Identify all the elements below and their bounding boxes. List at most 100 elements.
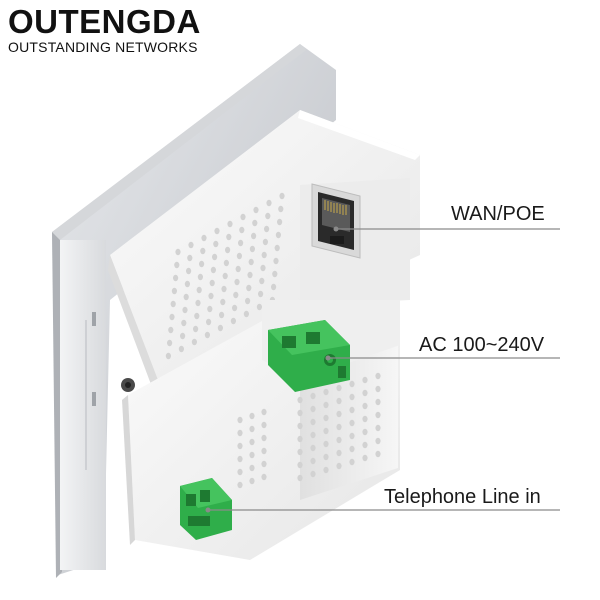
vent-hole xyxy=(168,326,174,334)
vent-hole xyxy=(225,246,231,254)
vent-hole xyxy=(297,435,303,443)
vent-hole xyxy=(336,462,342,470)
vent-hole xyxy=(310,457,316,465)
vent-hole xyxy=(273,257,279,265)
vent-hole xyxy=(186,267,192,275)
vent-hole xyxy=(219,311,225,319)
vent-hole xyxy=(227,220,233,228)
vent-hole xyxy=(234,278,240,286)
vent-hole xyxy=(261,447,267,455)
vent-hole xyxy=(336,384,342,392)
vent-hole xyxy=(323,414,329,422)
vent-hole xyxy=(362,415,368,423)
vent-hole xyxy=(237,416,243,424)
vent-hole xyxy=(210,266,216,274)
vent-hole xyxy=(362,389,368,397)
vent-hole xyxy=(310,444,316,452)
vent-hole xyxy=(261,408,267,416)
vent-hole xyxy=(323,401,329,409)
vent-hole xyxy=(323,388,329,396)
vent-hole xyxy=(221,285,227,293)
vent-hole xyxy=(212,253,218,261)
silver-wall-plate xyxy=(52,44,336,578)
vent-hole xyxy=(261,460,267,468)
rj45-port xyxy=(311,183,361,259)
callout-lines xyxy=(205,226,560,513)
vent-hole xyxy=(249,477,255,485)
vent-hole xyxy=(297,409,303,417)
vent-hole xyxy=(249,438,255,446)
vent-hole xyxy=(349,393,355,401)
vent-hole xyxy=(240,213,246,221)
vent-hole xyxy=(171,287,177,295)
vent-hole xyxy=(204,331,210,339)
vent-hole xyxy=(362,454,368,462)
vent-hole xyxy=(310,470,316,478)
vent-hole xyxy=(245,297,251,305)
vent-hole xyxy=(375,424,381,432)
vent-hole xyxy=(223,259,229,267)
vent-hole xyxy=(208,292,214,300)
vent-hole xyxy=(188,241,194,249)
vent-hole xyxy=(261,421,267,429)
vent-hole xyxy=(238,239,244,247)
vent-hole xyxy=(349,432,355,440)
vent-hole xyxy=(246,284,252,292)
vent-hole xyxy=(173,274,179,282)
vent-hole xyxy=(362,402,368,410)
vent-hole xyxy=(275,231,281,239)
vent-hole xyxy=(248,258,254,266)
vent-hole xyxy=(274,244,280,252)
vent-hole xyxy=(199,260,205,268)
vent-hole xyxy=(222,272,228,280)
vent-hole xyxy=(196,286,202,294)
vent-hole xyxy=(209,279,215,287)
vent-hole xyxy=(375,372,381,380)
vent-hole xyxy=(297,448,303,456)
label-telephone-line: Telephone Line in xyxy=(384,486,541,508)
brand-name: OUTENGDA xyxy=(8,3,201,40)
vent-hole xyxy=(235,265,241,273)
vent-hole xyxy=(226,233,232,241)
vent-hole xyxy=(349,419,355,427)
vent-hole xyxy=(375,437,381,445)
vent-hole xyxy=(266,199,272,207)
vent-grid-lower xyxy=(237,372,381,489)
vent-hole xyxy=(349,445,355,453)
vent-hole xyxy=(249,412,255,420)
vent-hole xyxy=(278,205,284,213)
vent-hole xyxy=(200,247,206,255)
vent-hole xyxy=(310,431,316,439)
vent-hole xyxy=(336,410,342,418)
vent-hole xyxy=(297,461,303,469)
vent-hole xyxy=(249,464,255,472)
vent-hole xyxy=(243,310,249,318)
vent-hole xyxy=(362,376,368,384)
vent-hole xyxy=(237,455,243,463)
vent-hole xyxy=(236,252,242,260)
vent-hole xyxy=(310,392,316,400)
vent-hole xyxy=(310,405,316,413)
vent-hole xyxy=(184,280,190,288)
brand-logo: OUTENGDA OUTSTANDING NETWORKS xyxy=(8,3,201,56)
vent-hole xyxy=(233,291,239,299)
vent-hole xyxy=(375,385,381,393)
vent-hole xyxy=(323,440,329,448)
vent-hole xyxy=(195,299,201,307)
vent-hole xyxy=(174,261,180,269)
vent-hole xyxy=(249,451,255,459)
vent-hole xyxy=(323,466,329,474)
ac-terminal-block xyxy=(268,320,350,392)
vent-hole xyxy=(181,319,187,327)
vent-hole xyxy=(165,352,171,360)
vent-hole xyxy=(336,436,342,444)
vent-hole xyxy=(336,423,342,431)
vent-hole xyxy=(206,318,212,326)
vent-hole xyxy=(213,240,219,248)
vent-hole xyxy=(183,293,189,301)
vent-hole xyxy=(261,473,267,481)
vent-hole xyxy=(169,313,175,321)
vent-hole xyxy=(193,325,199,333)
vent-hole xyxy=(336,449,342,457)
